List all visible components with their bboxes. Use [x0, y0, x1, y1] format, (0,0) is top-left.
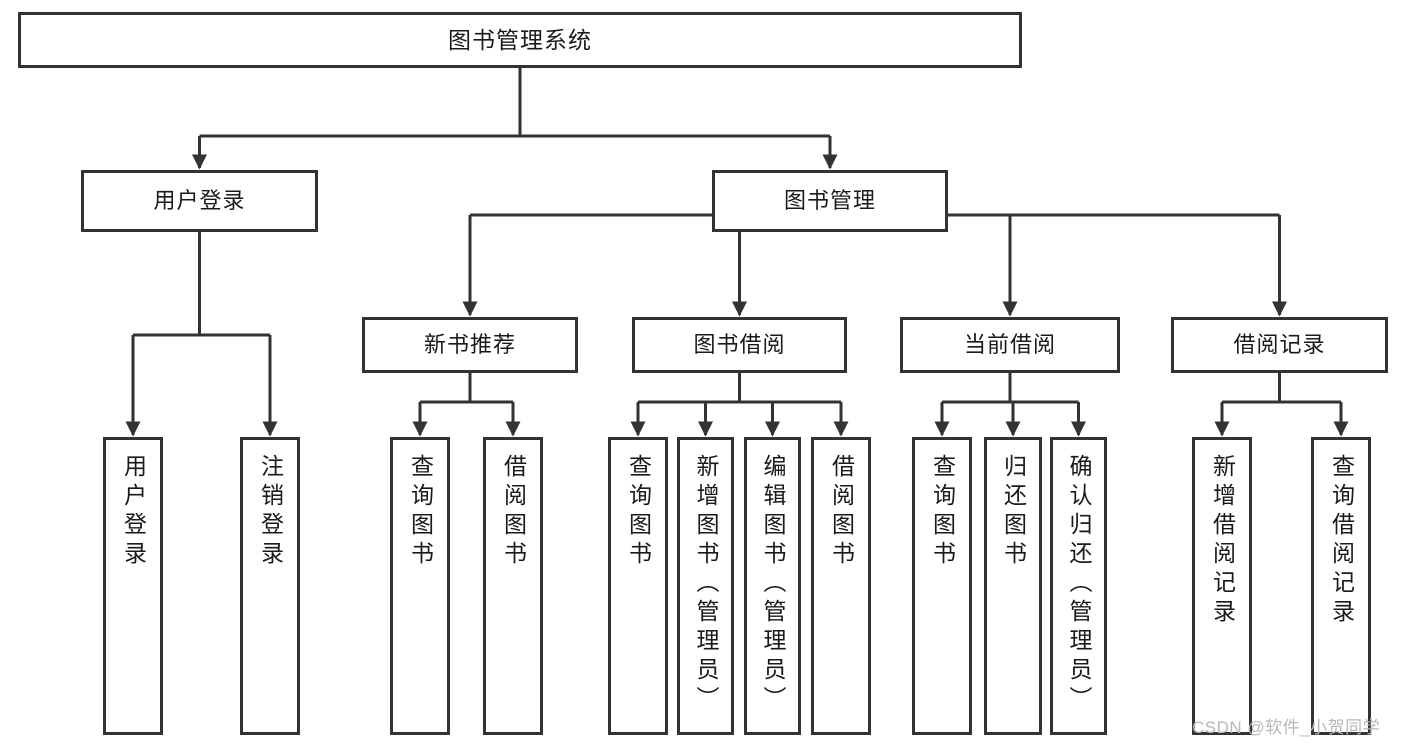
node-label: 当前借阅 — [963, 332, 1056, 358]
node-label: 注销登录 — [257, 454, 284, 570]
node-leaf-edit-book[interactable]: 编辑图书（管理员） — [744, 437, 801, 735]
node-label: 新书推荐 — [423, 332, 516, 358]
node-label: 归还图书 — [1000, 454, 1027, 570]
node-label: 查询借阅记录 — [1328, 454, 1355, 628]
node-book-manage[interactable]: 图书管理 — [712, 170, 948, 232]
node-leaf-query-book-3[interactable]: 查询图书 — [912, 437, 972, 735]
node-label: 编辑图书（管理员） — [760, 454, 786, 715]
node-leaf-add-book[interactable]: 新增图书（管理员） — [677, 437, 734, 735]
node-leaf-borrow-book-1[interactable]: 借阅图书 — [483, 437, 543, 735]
node-leaf-user-login[interactable]: 用户登录 — [103, 437, 163, 735]
node-label: 借阅图书 — [828, 454, 855, 570]
node-label: 借阅记录 — [1233, 332, 1326, 358]
node-label: 确认归还（管理员） — [1066, 454, 1092, 715]
node-label: 用户登录 — [120, 454, 147, 570]
node-label: 查询图书 — [625, 454, 652, 570]
node-label: 新增图书（管理员） — [693, 454, 719, 715]
node-book-borrow[interactable]: 图书借阅 — [632, 317, 847, 373]
node-leaf-borrow-book-2[interactable]: 借阅图书 — [811, 437, 871, 735]
csdn-watermark: CSDN @软件_小贺同学 — [1192, 718, 1381, 737]
node-new-book-recommend[interactable]: 新书推荐 — [362, 317, 578, 373]
node-label: 图书管理 — [783, 188, 876, 214]
node-leaf-query-book-1[interactable]: 查询图书 — [390, 437, 450, 735]
node-current-borrow[interactable]: 当前借阅 — [900, 317, 1120, 373]
node-leaf-add-record[interactable]: 新增借阅记录 — [1192, 437, 1252, 735]
node-label: 查询图书 — [407, 454, 434, 570]
node-leaf-logout[interactable]: 注销登录 — [240, 437, 300, 735]
node-label: 用户登录 — [153, 188, 246, 214]
node-root[interactable]: 图书管理系统 — [18, 12, 1022, 68]
node-user-login[interactable]: 用户登录 — [81, 170, 318, 232]
node-label: 借阅图书 — [500, 454, 527, 570]
node-leaf-confirm-return[interactable]: 确认归还（管理员） — [1050, 437, 1107, 735]
node-borrow-record[interactable]: 借阅记录 — [1171, 317, 1388, 373]
node-label: 查询图书 — [929, 454, 956, 570]
node-label: 图书借阅 — [693, 332, 786, 358]
node-label: 新增借阅记录 — [1209, 454, 1236, 628]
node-label: 图书管理系统 — [448, 26, 592, 53]
node-leaf-query-book-2[interactable]: 查询图书 — [608, 437, 668, 735]
node-leaf-return-book[interactable]: 归还图书 — [984, 437, 1042, 735]
node-leaf-query-record[interactable]: 查询借阅记录 — [1311, 437, 1371, 735]
